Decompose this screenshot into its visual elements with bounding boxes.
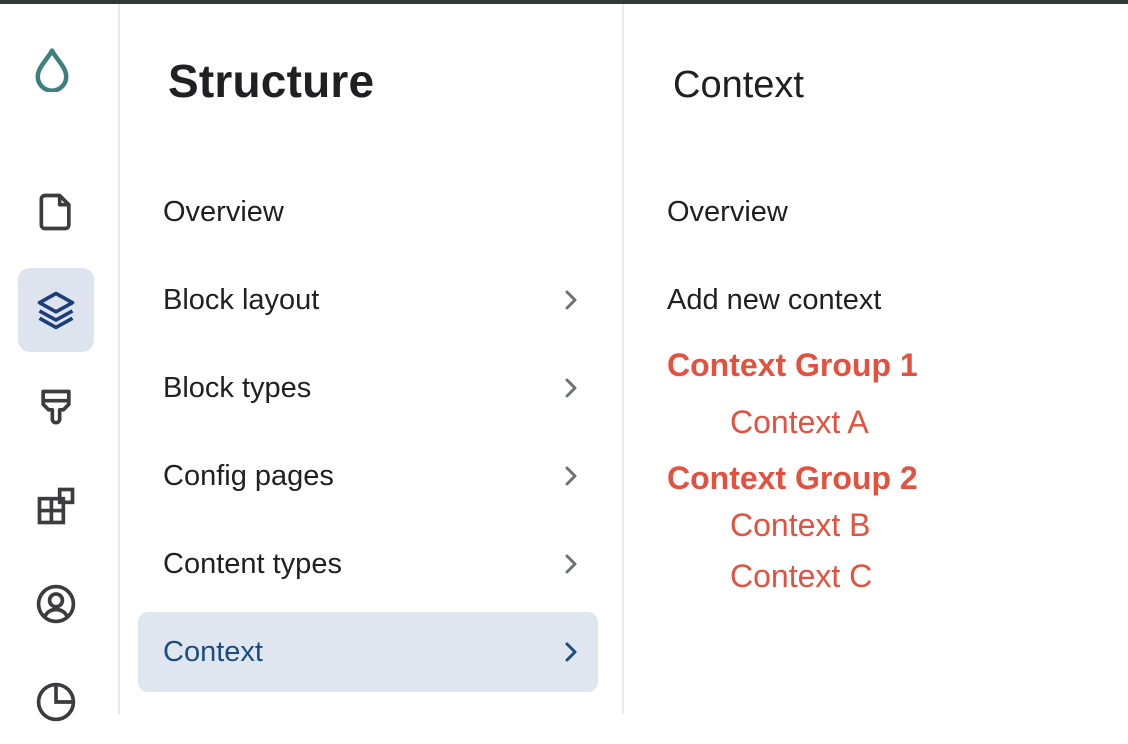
people-nav-button[interactable] [18, 562, 94, 646]
add-new-context-link[interactable]: Add new context [667, 284, 882, 316]
context-overview-link[interactable]: Overview [667, 196, 788, 228]
chevron-right-icon [565, 290, 577, 310]
extend-nav-button[interactable] [18, 464, 94, 548]
document-icon [39, 193, 71, 231]
context-group-heading: Context Group 2 [667, 460, 918, 496]
chevron-right-icon [565, 466, 577, 486]
structure-panel: Structure Overview Block layout Block ty… [120, 4, 624, 714]
menu-item-content-types[interactable]: Content types [138, 524, 598, 604]
menu-item-label: Block types [163, 371, 312, 404]
layers-icon [37, 291, 75, 330]
top-bar [0, 0, 1128, 4]
menu-item-label: Config pages [163, 459, 334, 492]
menu-item-label: Overview [163, 195, 284, 228]
menu-item-label: Content types [163, 547, 342, 580]
context-link-c[interactable]: Context C [730, 558, 873, 594]
context-group-heading: Context Group 1 [667, 347, 918, 383]
menu-item-block-types[interactable]: Block types [138, 348, 598, 428]
menu-item-block-layout[interactable]: Block layout [138, 260, 598, 340]
extensions-icon [37, 487, 75, 525]
user-circle-icon [36, 584, 76, 624]
toolbar-rail [0, 4, 120, 722]
context-link-a[interactable]: Context A [730, 404, 869, 440]
menu-item-label: Block layout [163, 283, 320, 316]
content-nav-button[interactable] [18, 170, 94, 254]
chevron-right-icon [565, 642, 577, 662]
menu-item-config-pages[interactable]: Config pages [138, 436, 598, 516]
appearance-nav-button[interactable] [18, 366, 94, 450]
paint-brush-icon [41, 389, 71, 425]
chevron-right-icon [565, 554, 577, 574]
pie-chart-icon [36, 682, 76, 722]
context-panel: Context Overview Add new context Context… [624, 4, 1128, 714]
panel-title: Structure [168, 55, 375, 107]
chevron-right-icon [565, 378, 577, 398]
menu-item-overview[interactable]: Overview [138, 172, 598, 252]
structure-nav-button[interactable] [18, 268, 94, 352]
reports-nav-button[interactable] [18, 660, 94, 744]
menu-item-label: Context [163, 635, 263, 668]
drupal-drop-icon[interactable] [30, 48, 86, 116]
panel-title: Context [673, 64, 804, 106]
context-link-b[interactable]: Context B [730, 507, 871, 543]
menu-item-context[interactable]: Context [138, 612, 598, 692]
